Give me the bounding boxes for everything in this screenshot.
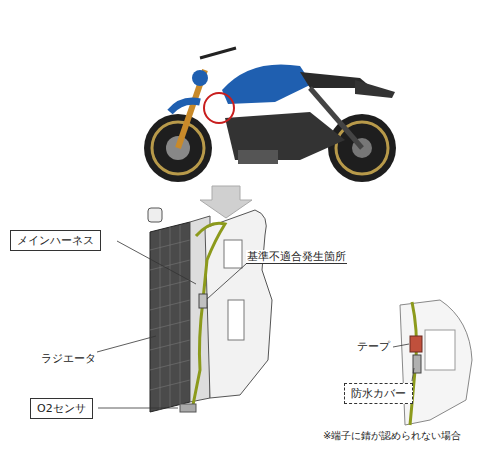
box-text: O2センサ	[37, 402, 86, 415]
drawing-part	[192, 70, 208, 86]
connector-part	[199, 294, 207, 308]
drawing-part	[200, 48, 236, 58]
part-name-box: メインハーネス	[10, 230, 101, 251]
drawing-part	[98, 408, 178, 409]
box-text: 防水カバー	[351, 387, 406, 400]
drawing-part	[97, 336, 156, 352]
zoom-arrow	[200, 186, 252, 218]
dashed-part-box: 防水カバー	[344, 383, 413, 404]
drawing-part	[224, 240, 242, 268]
drawing-part	[205, 210, 272, 398]
motorcycle	[144, 48, 396, 182]
drawing-part	[207, 264, 246, 299]
drawing-part	[222, 64, 312, 104]
leader-lines	[97, 241, 414, 408]
inset-detail	[400, 300, 472, 425]
note-text: ※端子に錆が認められない場合	[322, 430, 462, 442]
part-label: ラジエータ	[40, 352, 97, 365]
drawing-part	[355, 80, 395, 98]
drawing-part	[148, 208, 162, 222]
drawing-part	[150, 225, 190, 410]
drawing-part	[228, 300, 244, 340]
drawing-part	[160, 225, 180, 410]
drawing-part	[238, 150, 278, 164]
drawing-part	[170, 101, 200, 112]
highlight-circle	[204, 93, 234, 123]
drawing-part	[410, 336, 422, 352]
drawing-part	[412, 368, 414, 381]
drawing-part	[117, 241, 196, 284]
drawing-part	[393, 344, 409, 347]
drawing-part	[425, 330, 455, 370]
o2-sensor-part	[180, 404, 196, 412]
part-label: テープ	[356, 340, 391, 353]
drawing-part	[150, 222, 190, 412]
box-text: メインハーネス	[17, 234, 94, 247]
drawing-part	[310, 88, 362, 148]
defect-location-label: 基準不適合発生箇所	[246, 250, 347, 264]
radiator	[148, 208, 272, 412]
main-harness	[192, 223, 225, 410]
drawing-part	[413, 355, 421, 373]
part-name-box: O2センサ	[30, 398, 93, 419]
drawing-part	[400, 300, 472, 425]
